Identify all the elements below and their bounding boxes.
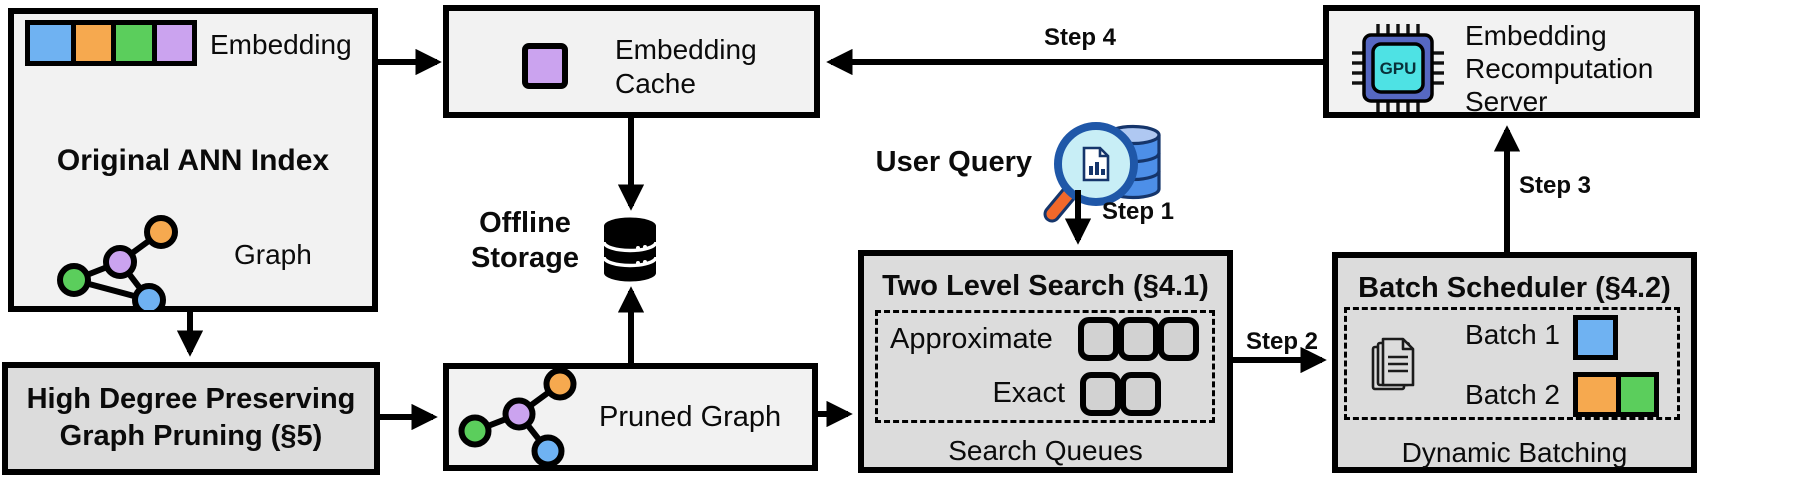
- step4-label: Step 4: [1043, 24, 1117, 51]
- server-label-line3: Server: [1465, 86, 1548, 117]
- cached-embedding-icon: [522, 43, 568, 89]
- pruned-graph-icon: [458, 369, 577, 467]
- offline-storage-label: Offline Storage: [455, 206, 595, 276]
- queue-slot: [1118, 317, 1159, 361]
- batch2-queries-icon: [1573, 372, 1659, 417]
- search-queues-caption: Search Queues: [948, 435, 1143, 466]
- embedding-vector-icon: [25, 20, 197, 66]
- original-ann-index-title: Original ANN Index: [56, 144, 330, 177]
- dynamic-batching-dashed-region: [1344, 307, 1680, 420]
- pruned-graph-label: Pruned Graph: [599, 401, 782, 433]
- green-cell: [1616, 377, 1654, 412]
- graph-pruning-title-line1: High Degree Preserving: [26, 383, 356, 415]
- user-query-label: User Query: [875, 146, 1032, 178]
- batch-scheduler-title: Batch Scheduler (§4.2): [1358, 272, 1671, 304]
- graph-pruning-title-line2: Graph Pruning (§5): [59, 420, 323, 452]
- offline-storage-label-line1: Offline: [479, 207, 571, 239]
- server-label-line1: Embedding: [1465, 20, 1607, 51]
- batch-scheduler-box: Batch Scheduler (§4.2) Batch 1 Batch 2 D…: [1332, 252, 1697, 473]
- step1-label: Step 1: [1102, 198, 1175, 225]
- queue-slot: [1080, 372, 1121, 416]
- blue-cell: [30, 25, 71, 61]
- original-ann-index-box: Embedding Original ANN Index Graph: [8, 8, 378, 312]
- embedding-cache-box: Embedding Cache: [443, 5, 820, 118]
- green-cell: [111, 25, 152, 61]
- graph-icon: [57, 215, 178, 310]
- exact-queue-slots: [1080, 372, 1161, 416]
- embedding-cache-label-line2: Cache: [615, 68, 696, 99]
- two-level-search-title: Two Level Search (§4.1): [882, 270, 1209, 302]
- queue-slot: [1078, 317, 1119, 361]
- queue-slot: [1120, 372, 1161, 416]
- embedding-cache-label-line1: Embedding: [615, 34, 757, 65]
- blue-cell: [1578, 320, 1613, 355]
- purple-cell: [151, 25, 192, 61]
- embedding-recomputation-server-box: GPU Embedding Recomputation Server: [1323, 5, 1700, 118]
- user-query-search-database-icon: [1043, 122, 1161, 223]
- offline-storage-database-icon: [602, 217, 658, 282]
- documents-icon: [1371, 337, 1415, 391]
- batch2-label: Batch 2: [1465, 379, 1560, 410]
- approximate-label: Approximate: [890, 323, 1053, 355]
- server-label-line2: Recomputation: [1465, 53, 1654, 84]
- gpu-icon: GPU: [1352, 24, 1444, 112]
- step3-label: Step 3: [1519, 172, 1592, 199]
- gpu-icon-label: GPU: [1380, 59, 1417, 78]
- batch1-queries-icon: [1573, 315, 1618, 360]
- graph-pruning-title: High Degree Preserving Graph Pruning (§5…: [8, 381, 374, 455]
- exact-label: Exact: [992, 377, 1065, 409]
- graph-label: Graph: [234, 239, 312, 270]
- offline-storage-label-line2: Storage: [471, 242, 579, 274]
- orange-cell: [1578, 377, 1616, 412]
- two-level-search-box: Two Level Search (§4.1) Approximate Exac…: [858, 250, 1233, 473]
- embedding-cache-label: Embedding Cache: [615, 33, 757, 101]
- graph-pruning-box: High Degree Preserving Graph Pruning (§5…: [2, 362, 380, 475]
- batch1-label: Batch 1: [1465, 319, 1560, 350]
- orange-cell: [70, 25, 111, 61]
- pruned-graph-box: Pruned Graph: [443, 363, 818, 471]
- queue-slot: [1158, 317, 1199, 361]
- search-queues-dashed-region: [875, 310, 1215, 423]
- step2-label: Step 2: [1245, 328, 1319, 355]
- embedding-label: Embedding: [210, 29, 352, 60]
- recomputation-server-label: Embedding Recomputation Server: [1465, 19, 1653, 118]
- document-glyph: [1082, 146, 1110, 182]
- dynamic-batching-caption: Dynamic Batching: [1401, 437, 1628, 468]
- approximate-queue-slots: [1078, 317, 1199, 361]
